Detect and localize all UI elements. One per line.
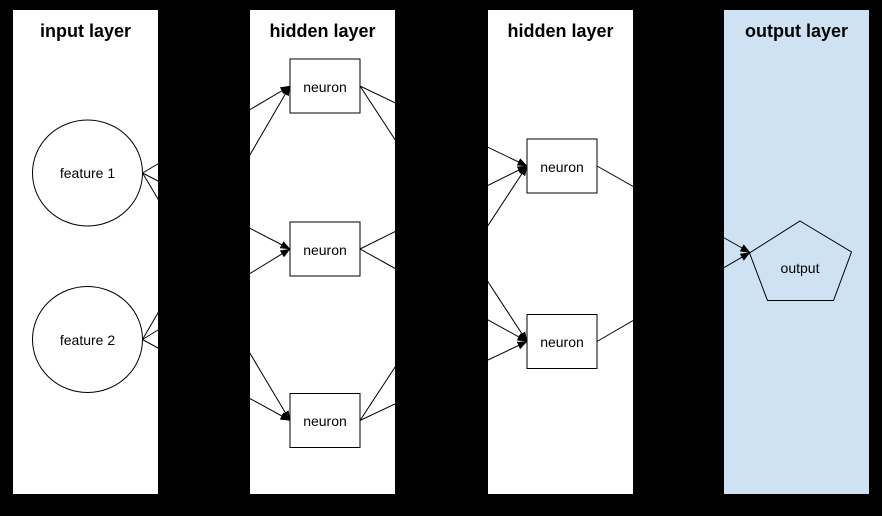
node-label-h2n1: neuron — [540, 158, 584, 175]
layer-title-hidden-2: hidden layer — [507, 21, 614, 41]
layer-title-input: input layer — [39, 21, 132, 41]
node-h2n1-rect — [526, 138, 598, 194]
panel-gap-cover-1 — [158, 0, 250, 516]
node-label-feature1: feature 1 — [59, 165, 116, 181]
panel-gap-cover-2 — [395, 0, 488, 516]
panel-gap-cover-3 — [633, 0, 724, 516]
node-label-h1n1: neuron — [303, 78, 347, 95]
node-h2n2-rect — [526, 314, 598, 369]
node-h1n2-rect — [289, 221, 361, 277]
node-label-output: output — [780, 260, 820, 276]
layer-title-hidden-1: hidden layer — [269, 21, 376, 41]
node-h1n1-rect — [289, 58, 361, 114]
node-label-feature2: feature 2 — [59, 331, 116, 348]
node-label-h1n2: neuron — [303, 241, 347, 258]
node-label-h2n2: neuron — [540, 333, 584, 350]
node-h1n3-rect — [289, 393, 361, 448]
node-output-pentagon — [748, 220, 853, 301]
nodes — [32, 58, 853, 448]
node-label-h1n3: neuron — [303, 413, 347, 429]
node-feature2-circle — [32, 286, 143, 393]
panel-hidden-layer-2 — [488, 10, 633, 494]
panel-input-layer — [13, 10, 158, 494]
layer-title-output: output layer — [744, 21, 849, 41]
node-feature1-circle — [32, 119, 143, 227]
